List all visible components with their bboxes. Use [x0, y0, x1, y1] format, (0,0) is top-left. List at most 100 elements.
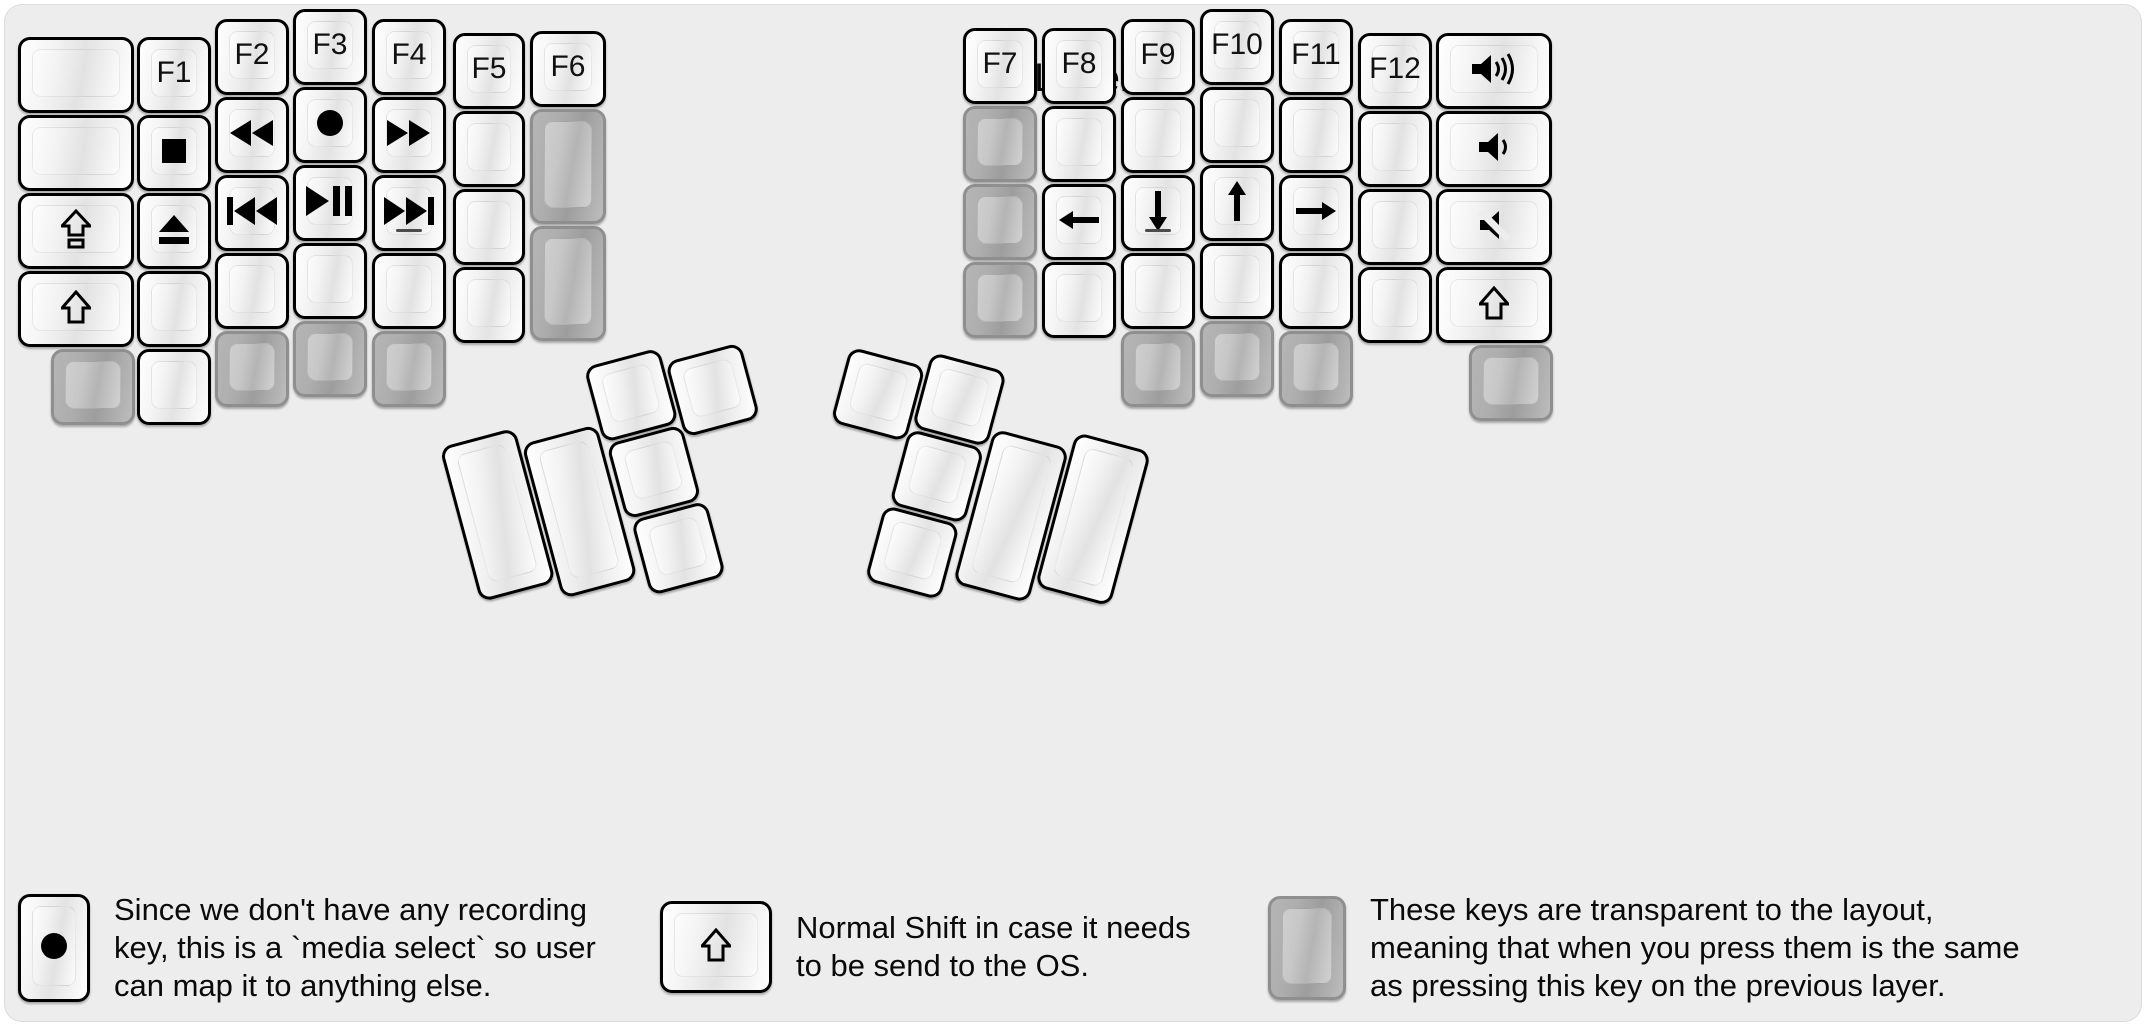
key-column-f7-4[interactable] — [963, 262, 1037, 338]
keycap-surface — [386, 343, 432, 391]
keycap-surface — [32, 49, 120, 97]
keycap-surface: F7 — [977, 40, 1023, 88]
key-column-f3-4[interactable] — [293, 243, 367, 319]
key-column-f11-1[interactable]: F11 — [1279, 19, 1353, 95]
key-column-f8-3[interactable] — [1042, 184, 1116, 260]
key-column-f10-4[interactable] — [1200, 243, 1274, 319]
key-column-f10-5[interactable] — [1200, 321, 1274, 397]
key-column-f9-3[interactable] — [1121, 175, 1195, 251]
key-column-f10-2[interactable] — [1200, 87, 1274, 163]
legend-text: These keys are transparent to the layout… — [1370, 892, 2020, 1003]
key-column-f6-2[interactable] — [530, 109, 606, 224]
key-column-f5-3[interactable] — [453, 189, 525, 265]
legend-swatch-key-3[interactable] — [1268, 895, 1346, 1000]
key-column-f3-3[interactable] — [293, 165, 367, 241]
key-column-f3-1[interactable]: F3 — [293, 9, 367, 85]
keycap-surface — [151, 127, 197, 175]
key-column-f11-5[interactable] — [1279, 331, 1353, 407]
keycap-surface — [622, 439, 685, 501]
key-column-f5-4[interactable] — [453, 267, 525, 343]
key-column-f10-1[interactable]: F10 — [1200, 9, 1274, 85]
key-column-f9-4[interactable] — [1121, 253, 1195, 329]
keycap-surface — [1450, 123, 1538, 171]
legend-text: Normal Shift in case it needs to be send… — [796, 910, 1191, 983]
key-right-outer-column-4[interactable] — [1436, 267, 1552, 343]
key-column-f1-3[interactable] — [137, 193, 211, 269]
key-left-outer-column-2[interactable] — [18, 115, 134, 191]
key-column-f2-1[interactable]: F2 — [215, 19, 289, 95]
keycap-surface — [1372, 201, 1418, 249]
key-label: F8 — [1061, 47, 1097, 80]
key-column-f2-4[interactable] — [215, 253, 289, 329]
key-label: F11 — [1291, 38, 1341, 71]
key-column-f9-2[interactable] — [1121, 97, 1195, 173]
keycap-surface — [1135, 265, 1181, 313]
key-column-f4-2[interactable] — [372, 97, 446, 173]
key-column-f6-3[interactable] — [530, 226, 606, 341]
key-column-f3-5[interactable] — [293, 321, 367, 397]
key-column-f4-1[interactable]: F4 — [372, 19, 446, 95]
left-thumb-cluster-key-6[interactable] — [630, 500, 727, 597]
media-play-pause-icon — [306, 186, 354, 216]
keycap-surface — [1214, 255, 1260, 303]
key-column-f4-5[interactable] — [372, 331, 446, 407]
key-column-f4-3[interactable] — [372, 175, 446, 251]
keycap-surface — [1450, 45, 1538, 93]
legend-swatch-key-2[interactable] — [660, 901, 772, 993]
key-column-f5-2[interactable] — [453, 111, 525, 187]
key-column-f4-4[interactable] — [372, 253, 446, 329]
key-column-f8-1[interactable]: F8 — [1042, 28, 1116, 104]
keycap-surface — [32, 127, 120, 175]
key-column-f12-2[interactable] — [1358, 111, 1432, 187]
key-column-f9-1[interactable]: F9 — [1121, 19, 1195, 95]
keycap-surface: F9 — [1135, 31, 1181, 79]
keycap-surface: F12 — [1369, 45, 1421, 93]
key-column-f1-4[interactable] — [137, 271, 211, 347]
key-column-f12-4[interactable] — [1358, 267, 1432, 343]
key-left-outer-column-3[interactable] — [18, 193, 134, 269]
keycap-surface — [1135, 343, 1181, 391]
key-right-outer-column-2[interactable] — [1436, 111, 1552, 187]
key-left-outer-column-1[interactable] — [18, 37, 134, 113]
keycap-surface — [151, 361, 197, 409]
keycap-surface — [1282, 907, 1332, 984]
key-column-f6-1[interactable]: F6 — [530, 31, 606, 107]
key-column-f2-3[interactable] — [215, 175, 289, 251]
key-left-outer-column-4[interactable] — [18, 271, 134, 347]
key-right-outer-column-5[interactable] — [1469, 345, 1553, 421]
keycap-surface — [386, 265, 432, 313]
key-column-f2-5[interactable] — [215, 331, 289, 407]
key-column-f7-1[interactable]: F7 — [963, 28, 1037, 104]
key-right-outer-column-3[interactable] — [1436, 189, 1552, 265]
key-column-f12-1[interactable]: F12 — [1358, 33, 1432, 109]
key-column-f1-5[interactable] — [137, 349, 211, 425]
key-column-f11-4[interactable] — [1279, 253, 1353, 329]
right-thumb-cluster-key-1[interactable] — [830, 346, 926, 443]
key-column-f5-1[interactable]: F5 — [453, 33, 525, 109]
legend-item: Since we don't have any recording key, t… — [18, 891, 634, 1004]
left-thumb-cluster-key-4[interactable] — [664, 342, 761, 438]
legend-swatch-key-1[interactable] — [18, 893, 90, 1002]
key-column-f3-2[interactable] — [293, 87, 367, 163]
keycap-surface: F3 — [307, 21, 353, 69]
key-column-f11-2[interactable] — [1279, 97, 1353, 173]
keycap-surface — [307, 333, 353, 381]
key-column-f2-2[interactable] — [215, 97, 289, 173]
keycap-surface — [647, 515, 709, 577]
key-column-f10-3[interactable] — [1200, 165, 1274, 241]
key-left-outer-column-5[interactable] — [51, 349, 135, 425]
key-column-f7-2[interactable] — [963, 106, 1037, 182]
key-column-f8-4[interactable] — [1042, 262, 1116, 338]
key-label: F5 — [471, 52, 507, 85]
key-column-f8-2[interactable] — [1042, 106, 1116, 182]
legend-swatch — [18, 893, 90, 1002]
key-right-outer-column-1[interactable] — [1436, 33, 1552, 109]
key-column-f7-3[interactable] — [963, 184, 1037, 260]
key-column-f9-5[interactable] — [1121, 331, 1195, 407]
keycap-surface — [32, 205, 120, 253]
key-column-f1-1[interactable]: F1 — [137, 37, 211, 113]
key-column-f12-3[interactable] — [1358, 189, 1432, 265]
key-column-f11-3[interactable] — [1279, 175, 1353, 251]
key-column-f1-2[interactable] — [137, 115, 211, 191]
